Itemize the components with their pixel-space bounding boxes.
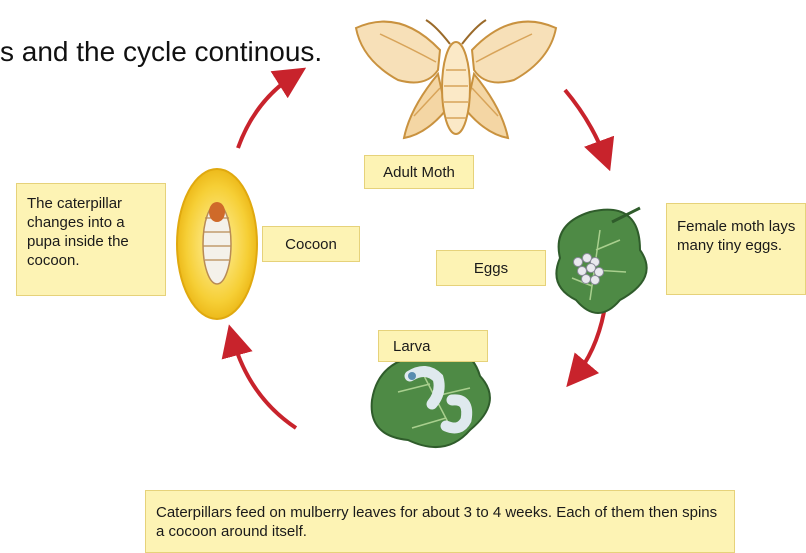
note-female-moth: Female moth lays many tiny eggs. <box>666 203 806 295</box>
larva-leaf-illustration <box>372 349 490 447</box>
arrow-moth-to-eggs <box>565 90 606 160</box>
arrow-cocoon-to-moth <box>238 74 296 148</box>
egg-leaf-illustration <box>556 208 646 313</box>
arrow-larva-to-cocoon <box>232 336 296 428</box>
moth-illustration <box>356 20 556 138</box>
cocoon-illustration <box>177 169 257 319</box>
label-eggs: Eggs <box>436 250 546 286</box>
label-adult-moth: Adult Moth <box>364 155 474 189</box>
note-feeding: Caterpillars feed on mulberry leaves for… <box>145 490 735 553</box>
arrow-eggs-to-larva <box>574 312 604 378</box>
slide-heading: s and the cycle continous. <box>0 36 322 68</box>
note-caterpillar: The caterpillar changes into a pupa insi… <box>16 183 166 296</box>
label-larva: Larva <box>378 330 488 362</box>
label-cocoon: Cocoon <box>262 226 360 262</box>
